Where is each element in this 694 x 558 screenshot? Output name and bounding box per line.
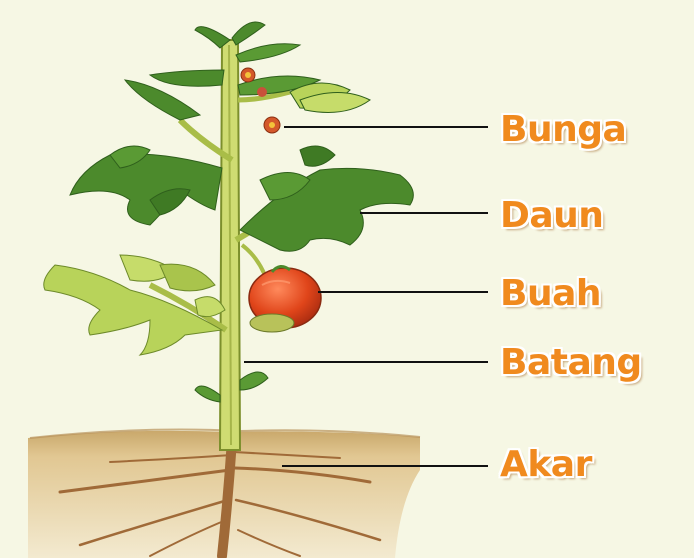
label-daun: Daun: [500, 198, 603, 234]
leaves-right-middle: [240, 146, 413, 251]
tomato-fruit: [249, 266, 321, 332]
leaves-left-lower: [44, 255, 225, 355]
label-akar: Akar: [500, 447, 592, 483]
label-bunga: Bunga: [500, 112, 626, 148]
label-buah: Buah: [500, 276, 601, 312]
label-batang: Batang: [500, 345, 642, 381]
leaves-left-upper: [70, 146, 222, 225]
